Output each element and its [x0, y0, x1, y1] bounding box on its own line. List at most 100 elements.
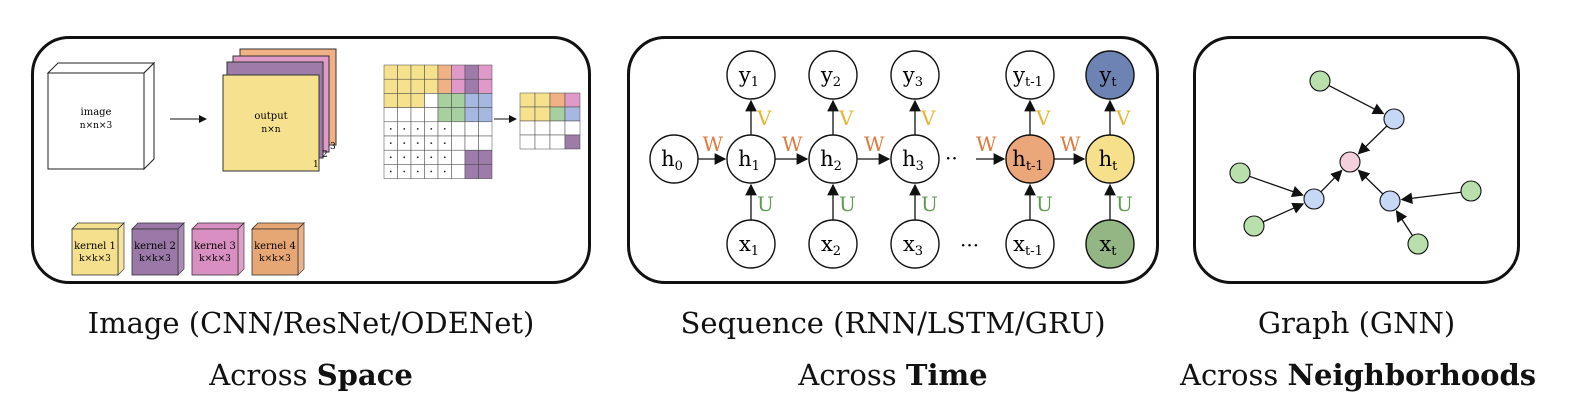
- output-node-2: y2: [808, 50, 858, 100]
- w-label: W: [976, 132, 997, 156]
- output-node-1: y1: [726, 50, 776, 100]
- feature-cell: [464, 149, 479, 165]
- v-label: V: [756, 106, 772, 130]
- feature-dot: [403, 128, 406, 130]
- pooled-cell: [519, 92, 536, 108]
- pooled-cell: [564, 120, 581, 136]
- feature-dot: [389, 142, 392, 144]
- hidden-node-0: h0: [649, 134, 699, 184]
- feature-cell: [410, 107, 425, 123]
- kernel-label: kernel 4: [254, 241, 296, 252]
- pooled-cell: [564, 134, 581, 150]
- feature-dot: [389, 156, 392, 159]
- feature-cell: [478, 164, 493, 179]
- feature-dot: [403, 156, 406, 159]
- feature-dot: [403, 142, 406, 144]
- pooled-cell: [534, 120, 551, 136]
- kernel-label: kernel 1: [74, 241, 116, 252]
- feature-dot: [430, 170, 433, 173]
- graph-node: [1379, 190, 1401, 212]
- graph-node: [1243, 215, 1265, 237]
- input-node-2: x2: [808, 219, 858, 269]
- graph-edge: [1395, 209, 1414, 236]
- kernel-label: kernel 3: [194, 241, 236, 252]
- feature-cell: [451, 121, 466, 137]
- feature-cell: [464, 107, 479, 123]
- graph-node: [1407, 233, 1429, 255]
- layer-num-3: 3: [330, 142, 336, 152]
- feature-cell: [424, 78, 439, 94]
- graph-edge: [1320, 169, 1343, 193]
- feature-cell: [451, 164, 466, 179]
- pooled-cell: [549, 134, 566, 150]
- kernel-label: kernel 2: [134, 241, 176, 252]
- output-label: output: [254, 111, 287, 122]
- pooled-cell: [549, 120, 566, 136]
- kernel-dims: k×k×3: [79, 254, 111, 264]
- feature-cell: [410, 64, 425, 80]
- feature-cell: [410, 78, 425, 94]
- input-image-dims: n×n×3: [80, 121, 113, 131]
- feature-cell: [464, 135, 479, 151]
- kernel-4: kernel 4 k×k×3: [251, 222, 305, 276]
- feature-dot: [430, 128, 433, 130]
- feature-cell: [451, 107, 466, 123]
- graph-edge: [1357, 169, 1384, 195]
- gnn-diagram: [1229, 70, 1482, 255]
- output-node-t: yt: [1085, 50, 1135, 100]
- cnn-diagram: image n×n×3 output n×n 1 2 3 kernel 1k×k…: [46, 48, 581, 276]
- u-label: U: [921, 192, 938, 216]
- feature-cell: [478, 149, 493, 165]
- feature-dot: [389, 128, 392, 130]
- feature-dot: [430, 156, 433, 159]
- graph-caption-sub: Across Neighborhoods: [1180, 358, 1537, 392]
- output-dims: n×n: [261, 125, 280, 135]
- feature-cell: [437, 93, 452, 108]
- feature-cell: [424, 107, 439, 123]
- u-label: U: [1036, 192, 1053, 216]
- feature-dot: [443, 156, 446, 159]
- feature-cell: [478, 121, 493, 137]
- sequence-caption-sub: Across Time: [798, 358, 988, 392]
- pooled-cell: [564, 106, 581, 122]
- u-label: U: [839, 192, 856, 216]
- feature-cell: [397, 78, 412, 94]
- feature-cell: [451, 135, 466, 151]
- feature-cell: [383, 78, 398, 94]
- hidden-node-2: h2: [808, 134, 858, 184]
- graph-node: [1339, 151, 1361, 173]
- feature-cell: [397, 93, 412, 108]
- pooled-cell: [519, 134, 536, 150]
- image-caption-sub: Across Space: [209, 358, 413, 392]
- graph-caption-bold: Neighborhoods: [1287, 358, 1537, 392]
- output-node-3: y3: [890, 50, 940, 100]
- pooled-cell: [564, 92, 581, 108]
- feature-grid: [383, 64, 493, 179]
- feature-cell: [464, 78, 479, 94]
- graph-panel: [1193, 36, 1520, 284]
- graph-edge: [1249, 175, 1304, 198]
- kernel-3: kernel 3k×k×3: [191, 222, 245, 276]
- feature-cell: [478, 107, 493, 123]
- feature-cell: [410, 93, 425, 108]
- input-image-cube: image n×n×3: [46, 61, 156, 171]
- w-label: W: [782, 132, 803, 156]
- kernel-1: kernel 1 k×k×3: [71, 222, 125, 276]
- graph-caption-title: Graph (GNN): [1257, 306, 1456, 340]
- feature-cell: [478, 93, 493, 108]
- feature-cell: [424, 93, 439, 108]
- graph-node: [1383, 108, 1405, 130]
- u-label: U: [757, 192, 774, 216]
- gnn-graph: [1229, 70, 1482, 255]
- rnn-ellipsis-x: ···: [960, 233, 979, 257]
- output-node-t-1: yt-1: [1005, 50, 1055, 100]
- feature-dot: [416, 156, 419, 159]
- kernel-dims: k×k×3: [259, 254, 291, 264]
- v-label: V: [1115, 106, 1131, 130]
- pooled-cell: [549, 92, 566, 108]
- graph-edge: [1400, 191, 1462, 205]
